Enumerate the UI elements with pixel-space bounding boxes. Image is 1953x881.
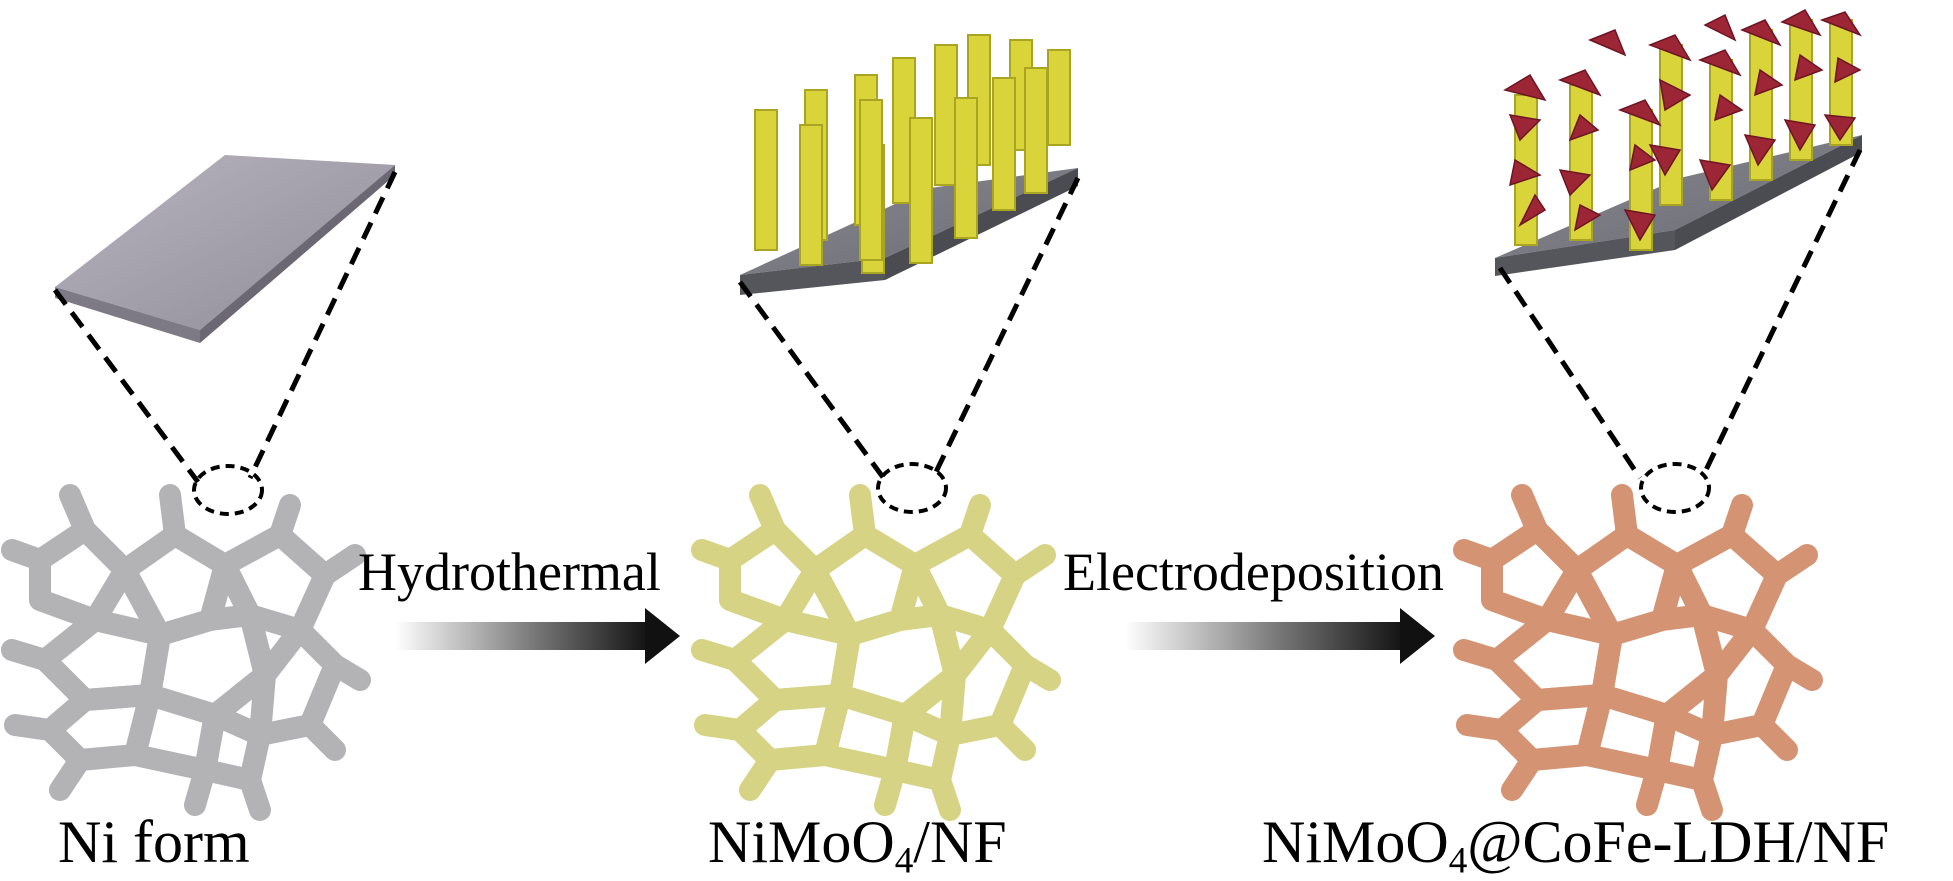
ni-foam-stage — [12, 155, 398, 810]
step-label-electrodeposition: Electrodeposition — [1063, 542, 1444, 602]
final-foam — [1464, 495, 1812, 810]
caption-nimoo4-subscript: 4 — [894, 840, 914, 881]
zoom-line-left-2 — [737, 280, 888, 482]
final-stage — [1464, 9, 1863, 810]
zoom-line-right-3 — [1702, 148, 1863, 474]
arrow-electrodeposition — [1125, 608, 1435, 664]
arrow-hydrothermal — [395, 608, 680, 664]
caption-nimoo4-suffix: /NF — [913, 809, 1007, 875]
caption-nimoo4-cofe-ldh-nf: NiMoO4@CoFe-LDH/NF — [1262, 809, 1890, 880]
caption-final-suffix: @CoFe-LDH/NF — [1467, 809, 1890, 875]
zoom-circle-2 — [876, 462, 948, 514]
nimoo4-stage — [702, 34, 1081, 810]
zoom-circle-3 — [1639, 462, 1711, 514]
caption-final-subscript: 4 — [1448, 840, 1468, 881]
zoom-line-right-1 — [247, 170, 398, 480]
ni-plate — [55, 155, 395, 330]
ni-foam — [12, 495, 360, 810]
zoom-line-left-1 — [52, 288, 201, 484]
nimoo4-foam — [702, 495, 1050, 810]
step-label-hydrothermal: Hydrothermal — [358, 542, 661, 602]
caption-nimoo4-formula: NiMoO — [708, 809, 895, 875]
zoom-circle-1 — [192, 464, 264, 516]
nanorod-array — [754, 34, 1071, 274]
zoom-line-left-3 — [1497, 266, 1643, 480]
caption-nimoo4-nf: NiMoO4/NF — [708, 809, 1007, 880]
core-shell-nanorod-array — [1503, 9, 1862, 251]
caption-ni-foam: Ni form — [58, 809, 250, 875]
caption-final-formula: NiMoO — [1262, 809, 1449, 875]
